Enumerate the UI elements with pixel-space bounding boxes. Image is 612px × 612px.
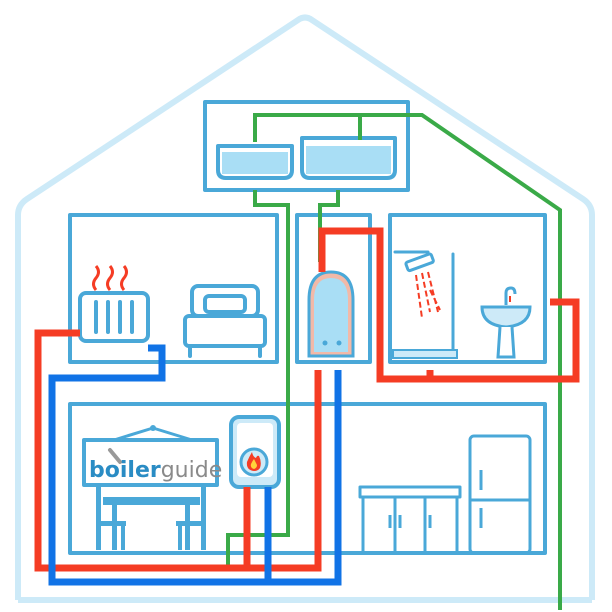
cold-water-tanks: [216, 136, 397, 180]
logo-text: boilerguide: [89, 458, 222, 483]
shower-icon: [392, 250, 458, 359]
airing-cupboard: [295, 213, 372, 364]
dining-table-icon: [96, 485, 206, 550]
boilerguide-sign: boilerguide: [82, 425, 222, 487]
kitchen-cupboards-icon: [358, 485, 462, 555]
ground-floor: [68, 402, 547, 555]
loft-room: [203, 100, 410, 192]
bathroom: [388, 213, 547, 364]
hot-water-pipe: [34, 227, 580, 572]
house-outline: [15, 14, 595, 600]
fridge-icon: [468, 434, 532, 555]
radiator-icon: [78, 265, 150, 343]
boiler-icon: [229, 415, 281, 489]
bed-icon: [183, 284, 267, 358]
cold-water-pipe: [48, 344, 342, 586]
bedroom: [68, 213, 279, 364]
hot-water-cylinder-icon: [307, 270, 355, 358]
sink-icon: [480, 286, 532, 359]
